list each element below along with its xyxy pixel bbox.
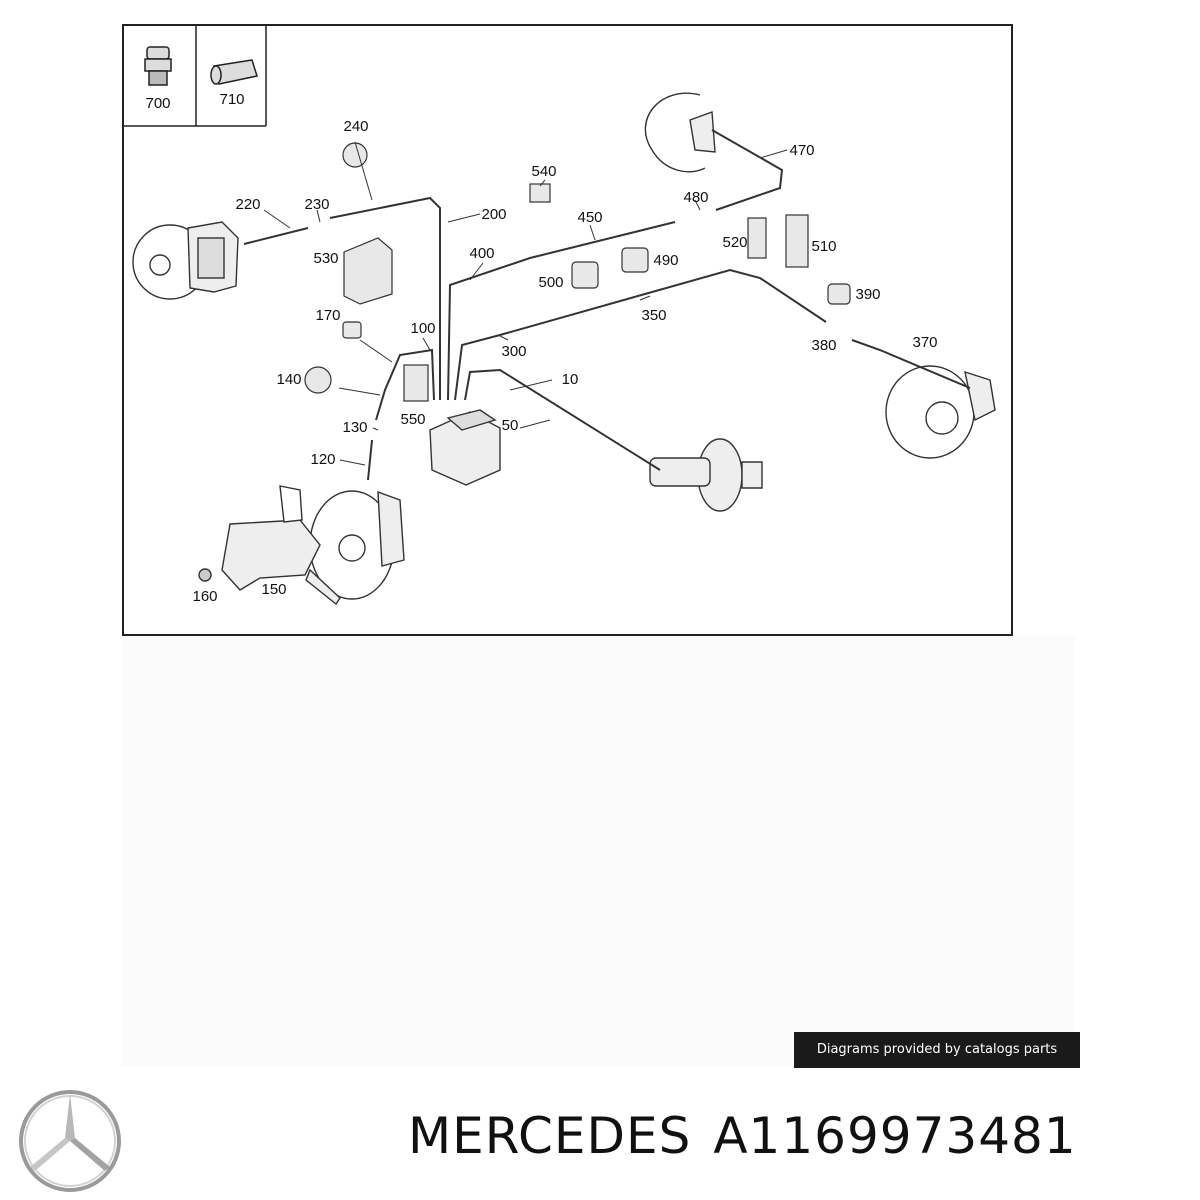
callout-170: 170 [315,307,340,324]
brake-pedal-assembly [198,485,341,606]
callout-390: 390 [855,286,880,303]
callout-470: 470 [789,142,814,159]
callout-480: 480 [683,189,708,206]
parts-inset [123,25,267,127]
callout-540: 540 [531,163,556,180]
module-500 [571,261,599,289]
rear-left-brake-disc [132,221,239,300]
callout-120: 120 [310,451,335,468]
part-number: A1169973481 [713,1107,1077,1165]
callout-510: 510 [811,238,836,255]
callout-350: 350 [641,307,666,324]
callout-400: 400 [469,245,494,262]
leader-lines [263,141,788,466]
callout-10: 10 [562,371,579,388]
bracket-510 [785,214,809,268]
product-title: MERCEDES A1169973481 [408,1106,1077,1166]
inset-label-710: 710 [219,91,244,108]
callout-230: 230 [304,196,329,213]
brake-booster [649,438,763,512]
callout-130: 130 [342,419,367,436]
brake-lines [243,129,971,481]
abs-hydraulic-unit [429,409,501,486]
callout-550: 550 [400,411,425,428]
callout-160: 160 [192,588,217,605]
callout-490: 490 [653,252,678,269]
callout-200: 200 [481,206,506,223]
rear-right-brake-disc [644,92,716,173]
clip-540 [529,183,551,203]
callout-150: 150 [261,581,286,598]
callout-240: 240 [343,118,368,135]
diagram-credit-banner: Diagrams provided by catalogs parts [794,1032,1080,1068]
front-left-brake-disc [309,490,405,600]
callout-300: 300 [501,343,526,360]
callout-220: 220 [235,196,260,213]
sleeve-710-icon [210,59,258,85]
brand-name: MERCEDES [408,1107,692,1165]
mount-390 [827,283,851,305]
callout-380: 380 [811,337,836,354]
front-right-brake-disc [885,365,996,459]
bracket-550 [403,364,429,402]
grommet-140 [304,366,332,394]
grommet-240 [342,142,368,168]
callout-520: 520 [722,234,747,251]
callout-50: 50 [502,417,519,434]
fitting-700-icon [144,46,172,86]
background-panel [122,636,1075,1066]
callout-530: 530 [313,250,338,267]
callout-370: 370 [912,334,937,351]
mount-170 [342,321,362,339]
bracket-520 [747,217,767,259]
mercedes-star-icon [19,1090,121,1192]
control-module-530 [343,237,393,305]
module-490 [621,247,649,273]
callout-100: 100 [410,320,435,337]
callout-450: 450 [577,209,602,226]
callout-500: 500 [538,274,563,291]
inset-label-700: 700 [145,95,170,112]
callout-140: 140 [276,371,301,388]
